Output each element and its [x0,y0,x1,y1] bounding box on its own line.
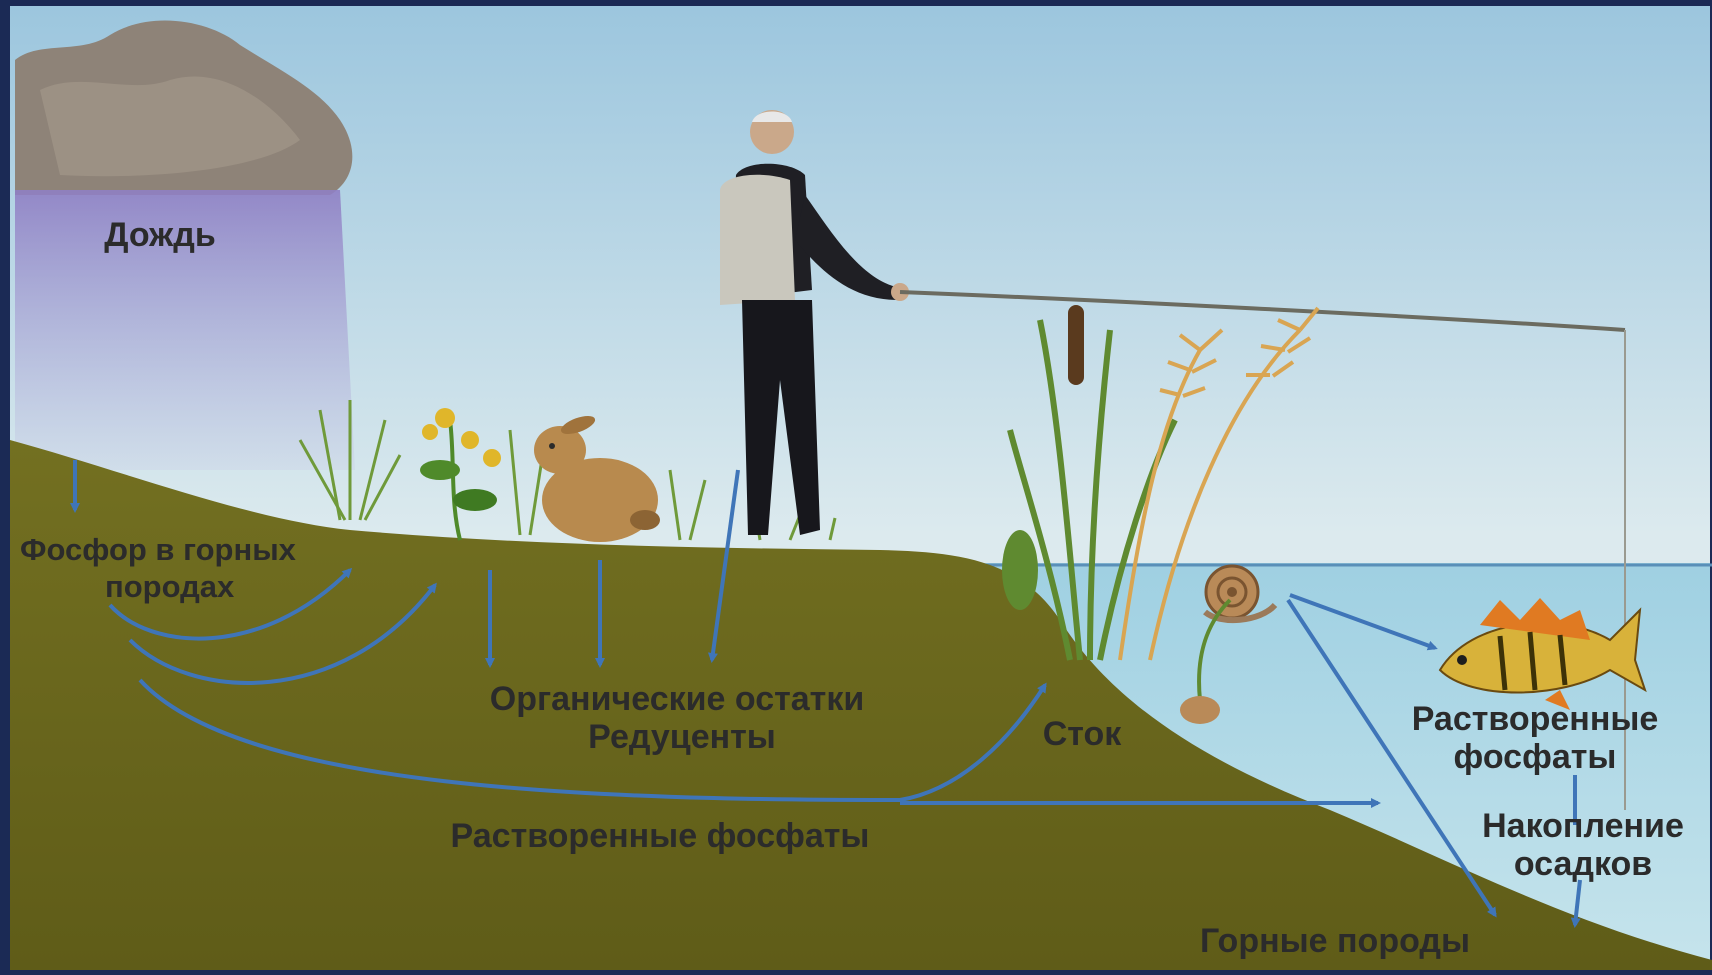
label-rocks: Горные породы [1200,922,1470,960]
label-rock-phosphorus-1: Фосфор в горных [20,532,297,567]
label-rock-phosphorus-2: породах [105,569,235,604]
label-dissolved-phosphates-water-1: Растворенные [1412,700,1659,738]
label-organic-remains: Органические остатки [490,680,864,718]
label-dissolved-phosphates-soil: Растворенные фосфаты [451,817,870,855]
label-sediment-accumulation-1: Накопление [1482,807,1684,845]
cattail [1068,305,1084,385]
label-runoff: Сток [1043,715,1123,753]
label-rain: Дождь [104,216,216,254]
label-dissolved-phosphates-water-2: фосфаты [1454,738,1617,776]
label-decomposers: Редуценты [588,718,776,756]
label-sediment-accumulation-2: осадков [1514,845,1652,883]
